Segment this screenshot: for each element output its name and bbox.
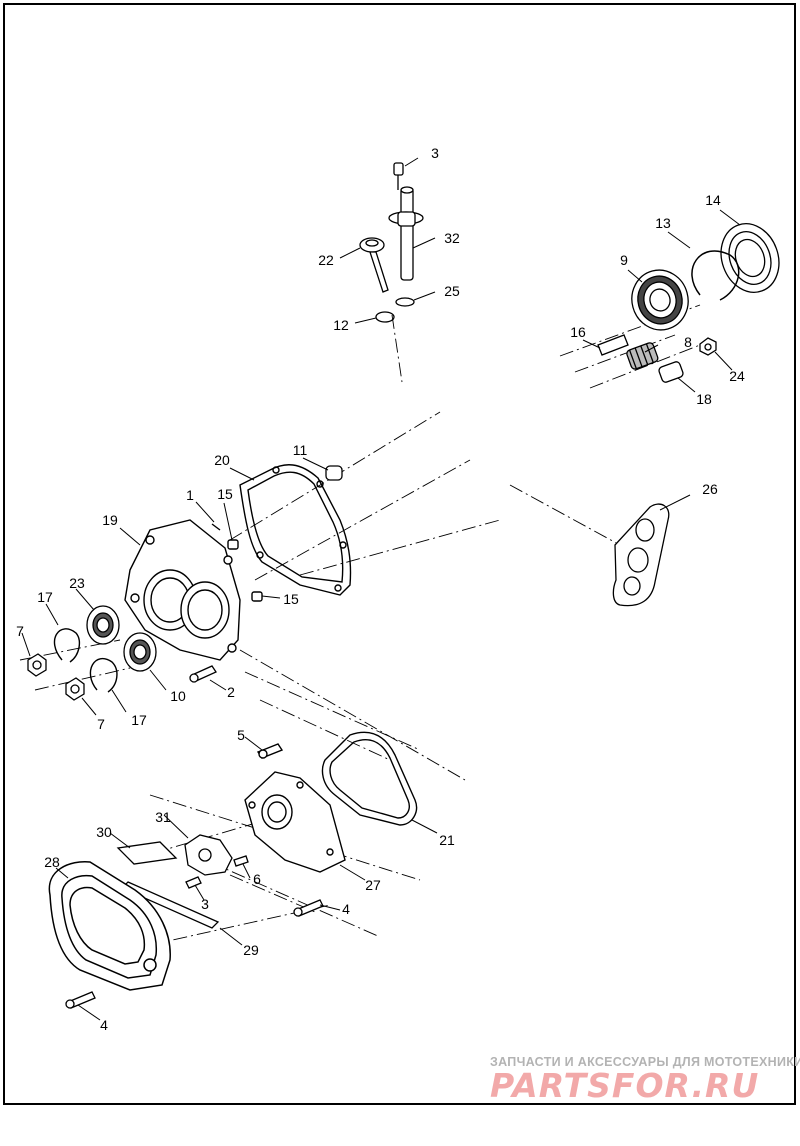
callout-31: 31 [155, 809, 171, 825]
callout-4a: 4 [342, 901, 350, 917]
trim-plates [116, 841, 220, 929]
callout-13: 13 [655, 215, 671, 231]
callout-27: 27 [365, 877, 381, 893]
callout-28: 28 [44, 854, 60, 870]
callout-2: 2 [227, 684, 235, 700]
callout-3b: 3 [201, 896, 209, 912]
gasket-21 [321, 731, 418, 826]
callout-21: 21 [439, 832, 455, 848]
alignment-lines [19, 304, 701, 946]
shaft-bolt-part [393, 162, 404, 176]
callout-labels: 3 32 22 25 12 14 13 9 16 8 24 18 26 11 2… [16, 145, 745, 1033]
callout-16: 16 [570, 324, 586, 340]
shaft-part [400, 187, 414, 281]
callout-7b: 7 [97, 716, 105, 732]
oring-part [395, 297, 415, 307]
callout-15a: 15 [217, 486, 233, 502]
mainshaft-bearing-group [597, 223, 780, 383]
callout-26: 26 [702, 481, 718, 497]
callout-22: 22 [318, 252, 334, 268]
callout-10: 10 [170, 688, 186, 704]
cover-28 [48, 861, 171, 991]
leader-lines [21, 157, 741, 1021]
callout-4b: 4 [100, 1017, 108, 1033]
callout-29: 29 [243, 942, 259, 958]
transmission-side-cover-19 [124, 519, 263, 661]
callout-23: 23 [69, 575, 85, 591]
callout-19: 19 [102, 512, 118, 528]
callout-6: 6 [253, 871, 261, 887]
callout-1: 1 [186, 487, 194, 503]
gasket-26 [612, 503, 670, 607]
callout-20: 20 [214, 452, 230, 468]
callout-17a: 17 [37, 589, 53, 605]
callout-15b: 15 [283, 591, 299, 607]
diagram-border [3, 3, 796, 1105]
gasket-20 [239, 464, 352, 596]
callout-17b: 17 [131, 712, 147, 728]
shift-shaft-assembly [359, 162, 424, 323]
callout-11: 11 [293, 442, 308, 458]
callout-24: 24 [729, 368, 745, 384]
callout-32: 32 [444, 230, 460, 246]
callout-25: 25 [444, 283, 460, 299]
callout-9: 9 [620, 252, 628, 268]
watermark-tagline: ЗАПЧАСТИ И АКСЕССУАРЫ ДЛЯ МОТОТЕХНИКИ [490, 1055, 800, 1069]
watermark-brand: PARTSFOR.RU [490, 1066, 760, 1105]
left-bearings-group [27, 605, 217, 701]
callout-30: 30 [96, 824, 112, 840]
callout-5: 5 [237, 727, 245, 743]
callout-18: 18 [696, 391, 712, 407]
small-parts-group [65, 834, 324, 1009]
cover-27 [244, 743, 346, 873]
callout-3: 3 [431, 145, 439, 161]
callout-7a: 7 [16, 623, 24, 639]
callout-14: 14 [705, 192, 721, 208]
dowel-11 [325, 465, 343, 481]
callout-12: 12 [333, 317, 349, 333]
callout-8: 8 [684, 334, 692, 350]
